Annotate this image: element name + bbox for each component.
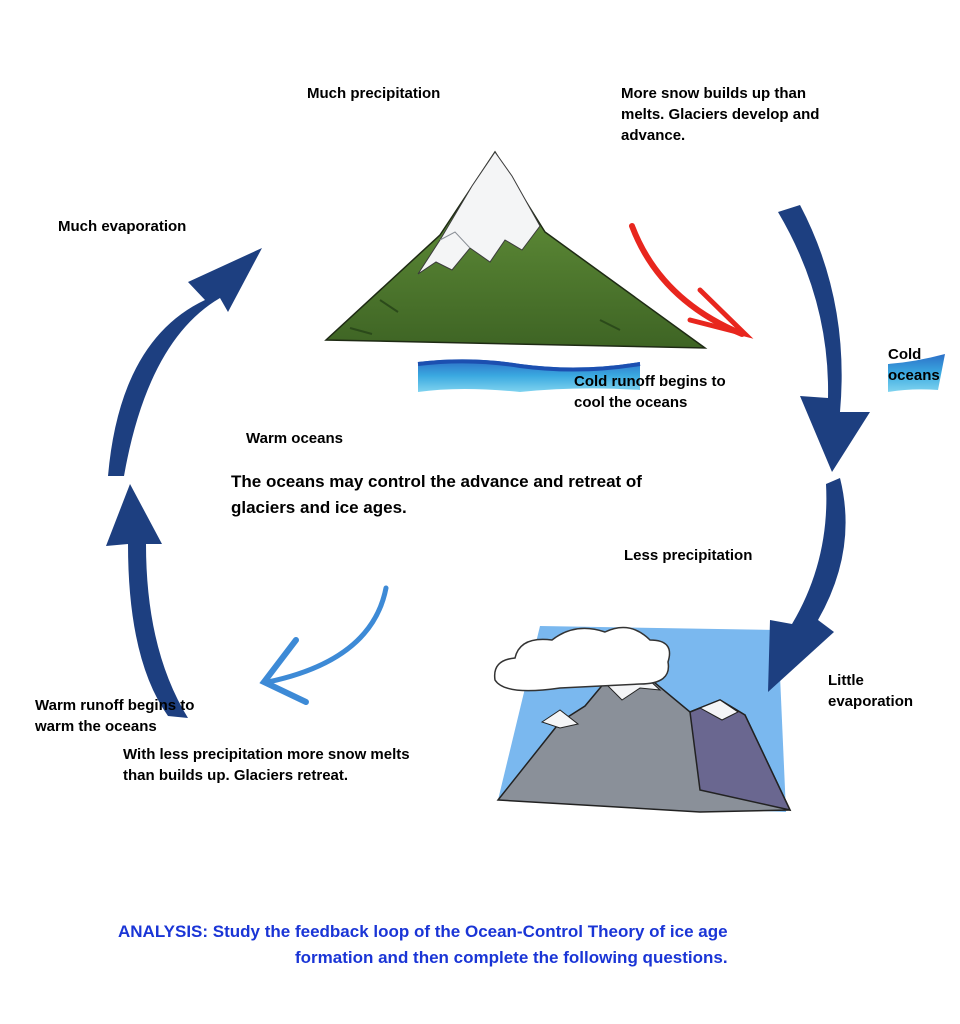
loop-arrow-left-bottom-icon — [106, 484, 188, 718]
little-evaporation-label: Little evaporation — [828, 672, 914, 710]
warming-arrow-icon — [259, 585, 389, 705]
loop-arrow-right-top-icon — [778, 205, 870, 472]
analysis-instructions: ANALYSIS: Study the feedback loop of the… — [118, 919, 728, 971]
warm-runoff-label: Warm runoff begins to warm the oceans — [35, 697, 195, 735]
glacier-mountain-icon — [324, 150, 708, 349]
less-precipitation-label: Less precipitation — [624, 547, 753, 564]
analysis-line-2: formation and then complete the followin… — [295, 948, 728, 967]
glaciers-retreat-label: With less precipitation more snow melts … — [123, 746, 410, 784]
loop-arrow-right-bottom-icon — [768, 478, 846, 692]
cold-oceans-label: Cold oceans — [888, 346, 940, 384]
cooling-arrow-icon — [629, 223, 754, 339]
ocean-control-statement: The oceans may control the advance and r… — [231, 472, 642, 517]
much-precipitation-label: Much precipitation — [307, 85, 441, 102]
snow-builds-label: More snow builds up than melts. Glaciers… — [621, 85, 820, 144]
cold-runoff-label: Cold runoff begins to cool the oceans — [574, 373, 726, 411]
retreat-mountains-icon — [493, 626, 792, 813]
ocean-waves-icon — [417, 359, 641, 392]
warm-oceans-label: Warm oceans — [246, 430, 343, 447]
loop-arrow-left-top-icon — [108, 248, 262, 476]
analysis-line-1: ANALYSIS: Study the feedback loop of the… — [118, 922, 728, 941]
much-evaporation-label: Much evaporation — [58, 218, 187, 235]
cold-ocean-icon — [888, 354, 945, 392]
